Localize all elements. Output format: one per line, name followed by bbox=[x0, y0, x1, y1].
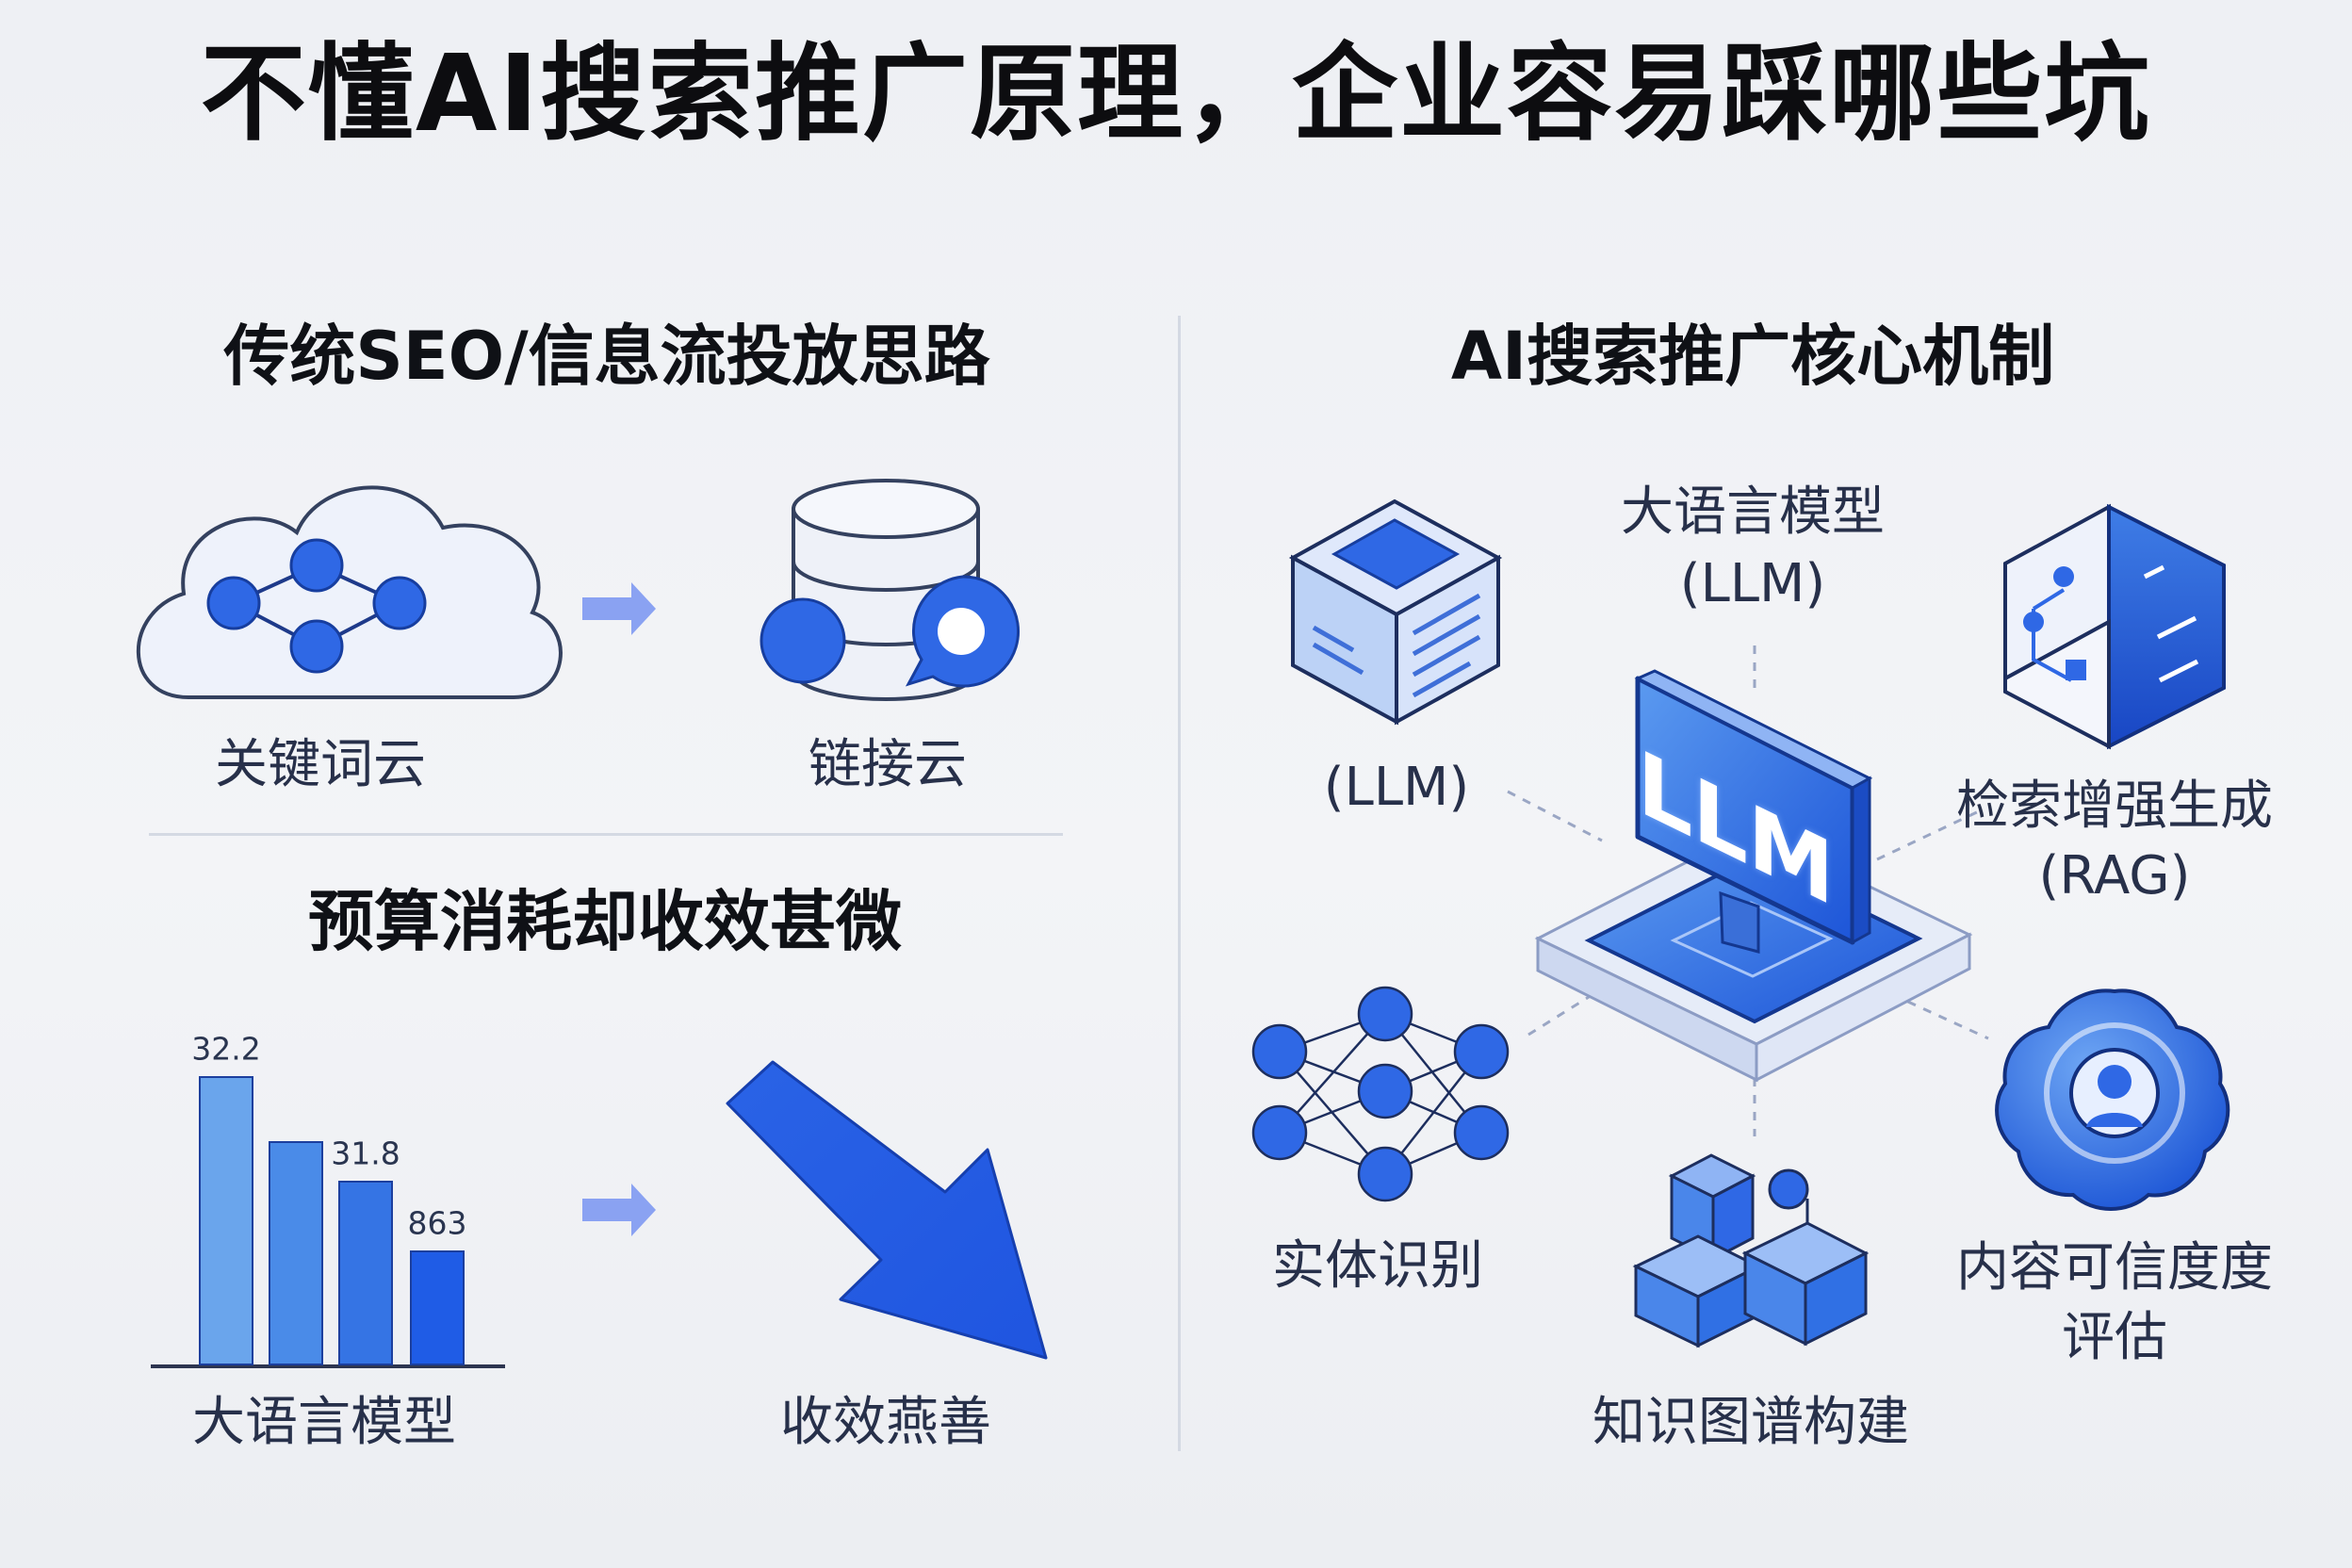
page-title: 不懂AI搜索推广原理，企业容易踩哪些坑 bbox=[200, 33, 2152, 155]
bar-4 bbox=[410, 1250, 465, 1365]
bar-1 bbox=[199, 1076, 253, 1365]
section-divider bbox=[1178, 316, 1181, 1451]
left-divider bbox=[149, 833, 1063, 836]
trend-down-arrow-icon bbox=[726, 1060, 1048, 1360]
bar-3 bbox=[338, 1181, 393, 1365]
llm-cube-icon bbox=[1288, 498, 1503, 726]
bar-axis-label: 大语言模型 bbox=[192, 1392, 456, 1453]
bar-value-label-4: 863 bbox=[407, 1204, 467, 1242]
keyword-cloud-icon bbox=[136, 485, 563, 699]
arrow-label: 收效燕善 bbox=[780, 1392, 991, 1453]
entity-label: 实体识别 bbox=[1272, 1235, 1483, 1297]
rag-label-abbr: (RAG) bbox=[2038, 845, 2191, 906]
llm-monitor-icon bbox=[1634, 669, 1873, 954]
rag-label: 检索增强生成 bbox=[1956, 776, 2273, 837]
rag-cube-icon bbox=[2003, 503, 2226, 750]
left-subheading: 预算消耗却收效甚微 bbox=[308, 883, 902, 960]
link-cloud-label: 链接云 bbox=[808, 734, 967, 795]
right-heading: AI搜索推广核心机制 bbox=[1450, 318, 2055, 395]
arrow-right-icon-2 bbox=[582, 1184, 656, 1236]
cube-label: (LLM) bbox=[1323, 757, 1470, 818]
bar-value-label-3: 31.8 bbox=[331, 1135, 400, 1172]
left-heading: 传统SEO/信息流投放思路 bbox=[223, 318, 990, 395]
database-icon bbox=[760, 479, 1021, 701]
knowledge-graph-icon bbox=[1632, 1153, 1870, 1348]
neural-network-icon bbox=[1251, 986, 1510, 1202]
llm-label-abbr: (LLM) bbox=[1679, 553, 1826, 614]
credibility-label-2: 评估 bbox=[2062, 1307, 2167, 1368]
bar-value-label-1: 32.2 bbox=[191, 1030, 261, 1068]
bar-2 bbox=[269, 1141, 323, 1365]
credibility-label-1: 内容可信度度 bbox=[1956, 1237, 2273, 1298]
knowledge-graph-label: 知识图谱构建 bbox=[1592, 1392, 1909, 1453]
llm-label: 大语言模型 bbox=[1621, 482, 1885, 543]
arrow-right-icon bbox=[582, 582, 656, 635]
credibility-gear-icon bbox=[1995, 988, 2230, 1211]
keyword-cloud-label: 关键词云 bbox=[215, 734, 426, 795]
budget-bar-chart bbox=[151, 1076, 505, 1368]
